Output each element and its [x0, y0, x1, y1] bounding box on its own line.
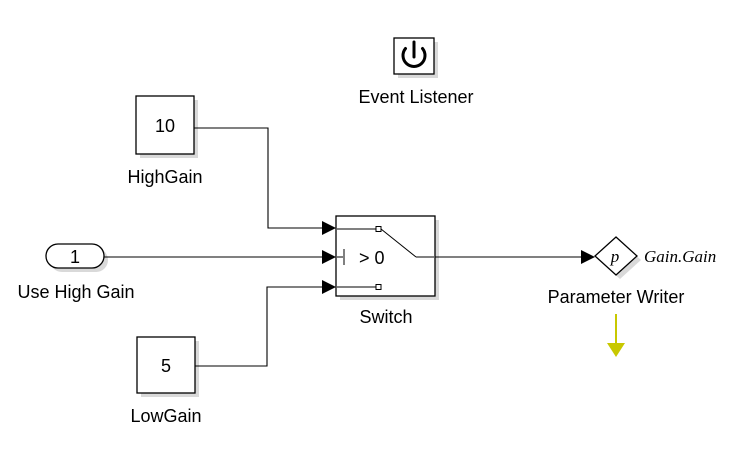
- switch-icon: [337, 226, 434, 290]
- low-gain-constant-block[interactable]: 5: [136, 336, 199, 397]
- parameter-writer-target: Gain.Gain: [644, 247, 716, 266]
- high-gain-constant-block[interactable]: 10: [135, 95, 198, 158]
- power-icon: [401, 40, 427, 68]
- inport-number: 1: [70, 247, 80, 267]
- high-gain-value: 10: [155, 116, 175, 136]
- parameter-writer-label: Parameter Writer: [548, 287, 685, 307]
- event-listener-block[interactable]: [393, 37, 438, 78]
- switch-label: Switch: [359, 307, 412, 327]
- switch-block[interactable]: > 0: [335, 215, 439, 300]
- parameter-writer-block[interactable]: p: [594, 236, 641, 279]
- use-high-gain-label: Use High Gain: [17, 282, 134, 302]
- high-gain-label: HighGain: [127, 167, 202, 187]
- signal-line-control[interactable]: [104, 250, 336, 264]
- low-gain-label: LowGain: [130, 406, 201, 426]
- signal-line-low-gain[interactable]: [195, 280, 336, 367]
- use-high-gain-inport-block[interactable]: 1: [45, 243, 108, 272]
- parameter-writer-symbol: p: [610, 247, 620, 266]
- signal-line-switch-output[interactable]: [435, 250, 595, 264]
- switch-criterion: > 0: [359, 248, 385, 268]
- event-listener-label: Event Listener: [358, 87, 473, 107]
- event-arrow-icon: [607, 314, 625, 357]
- low-gain-value: 5: [161, 356, 171, 376]
- signal-line-high-gain[interactable]: [194, 127, 336, 235]
